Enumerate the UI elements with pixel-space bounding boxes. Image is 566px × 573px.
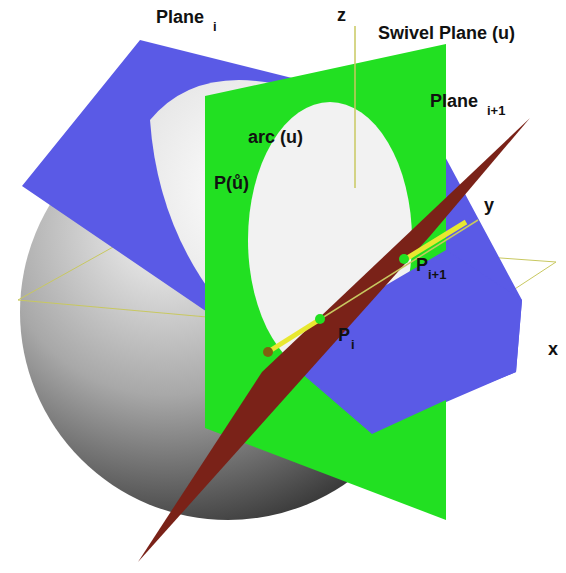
plane-label: Swivel Plane (u) [378,24,515,42]
point-pi [315,314,325,324]
origin-point [263,347,273,357]
axis-segment [404,222,466,260]
plane-i-plus-1 [138,118,530,562]
axis-label: x [548,340,558,358]
point-label: P(ů) [214,174,249,192]
arc-label: arc (u) [248,128,303,146]
plane-label: Plane [156,8,204,26]
point-pi1 [399,254,409,264]
y-axis [268,220,478,352]
plane-label: Plane [430,92,478,110]
axis-label: y [484,196,494,214]
point-subscript: i+1 [428,268,446,281]
point-label: P [416,256,428,274]
z-axis [354,26,356,188]
point-subscript: i [351,338,355,351]
plane-subscript: i [213,20,217,33]
point-label: P [338,326,350,344]
plane-subscript: i+1 [487,104,505,117]
axis-segment [268,318,322,352]
axis-label: z [337,6,346,24]
